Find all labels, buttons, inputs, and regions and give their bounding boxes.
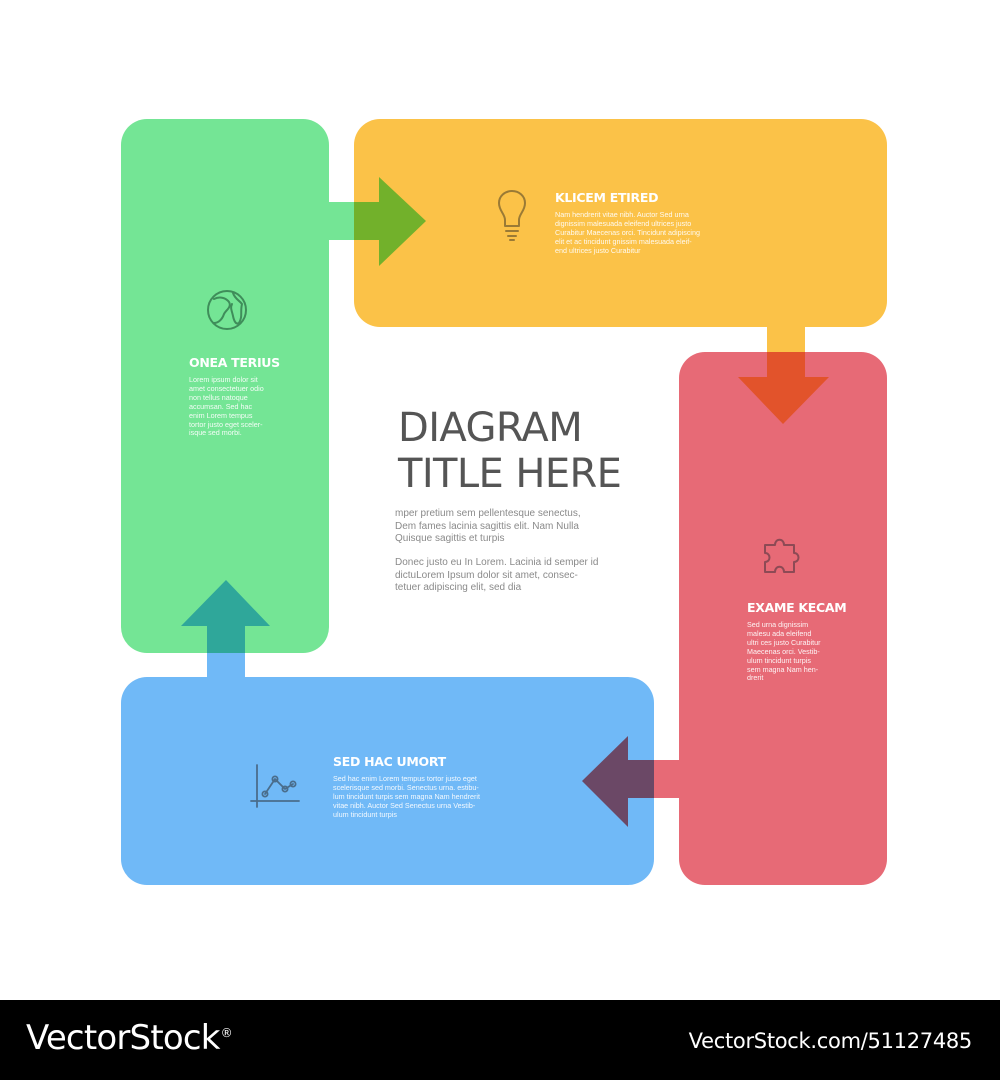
chart-icon <box>250 764 300 808</box>
brand-logo: VectorStock® <box>26 1018 233 1058</box>
step-2-body: Nam hendrerit vitae nibh. Auctor Sed urn… <box>555 210 701 255</box>
step-4-heading: SED HAC UMORT <box>333 754 446 769</box>
step-4-body: Sed hac enim Lorem tempus tortor justo e… <box>333 774 481 819</box>
step-1-body: Lorem ipsum dolor sit amet consectetuer … <box>189 375 264 438</box>
diagram-title: DIAGRAM TITLE HERE <box>398 405 622 497</box>
arrow-right-icon <box>354 177 426 266</box>
arrow-up-icon <box>181 580 270 653</box>
step-1-heading: ONEA TERIUS <box>189 355 280 370</box>
image-url: VectorStock.com/51127485 <box>688 1029 973 1053</box>
brand-name: VectorStock <box>26 1018 220 1058</box>
diagram-description-2: Donec justo eu In Lorem. Lacinia id semp… <box>395 557 599 594</box>
registered-mark: ® <box>220 1025 233 1040</box>
watermark-footer: VectorStock® VectorStock.com/51127485 <box>0 1000 1000 1080</box>
diagram-description-1: mper pretium sem pellentesque senectus, … <box>395 508 581 545</box>
puzzle-icon <box>764 538 800 573</box>
globe-icon <box>207 290 247 330</box>
panel-red <box>626 352 887 885</box>
arrow-down-icon <box>738 352 829 424</box>
step-3-heading: EXAME KECAM <box>747 600 847 615</box>
lightbulb-icon <box>498 190 526 241</box>
cycle-diagram <box>121 119 887 885</box>
step-3-body: Sed urna dignissim malesu ada eleifend u… <box>747 620 821 683</box>
step-2-heading: KLICEM ETIRED <box>555 190 659 205</box>
arrow-left-icon <box>582 736 654 827</box>
